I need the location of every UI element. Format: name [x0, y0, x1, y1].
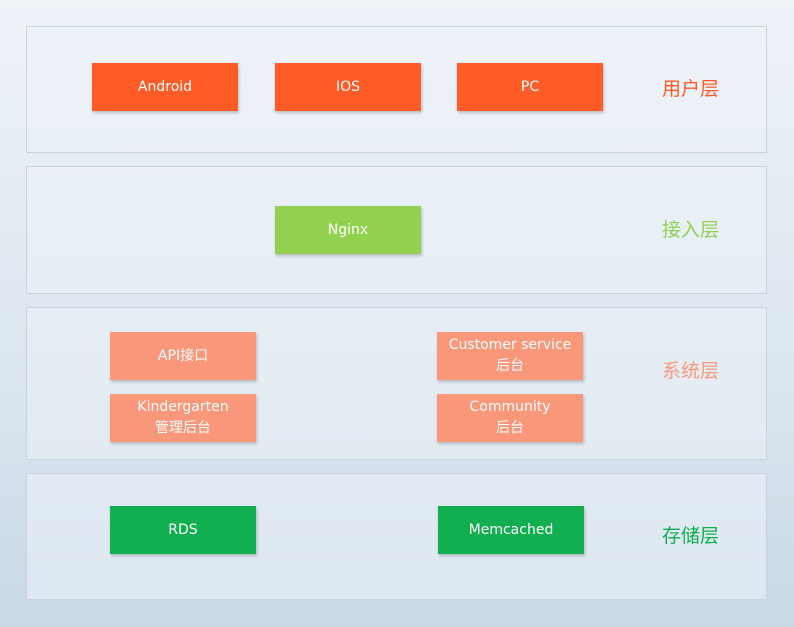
api-box: API接口 [110, 332, 256, 380]
ios-box: IOS [275, 63, 421, 111]
kindergarten-box-line-1: Kindergarten [137, 399, 229, 415]
access-layer-label: 接入层 [662, 219, 720, 241]
android-box: Android [92, 63, 238, 111]
customer-service-box-line-2: 后台 [496, 358, 524, 374]
user-layer-label: 用户层 [662, 78, 720, 100]
rds-box: RDS [110, 506, 256, 554]
nginx-box-label: Nginx [327, 221, 369, 238]
kindergarten-box-line-2: 管理后台 [155, 420, 211, 436]
ios-box-label: IOS [335, 78, 361, 95]
system-layer-label: 系统层 [662, 360, 720, 382]
memcached-box-label: Memcached [468, 521, 554, 538]
storage-layer-label: 存储层 [662, 525, 720, 547]
pc-box: PC [457, 63, 603, 111]
kindergarten-box: Kindergarten 管理后台 [110, 394, 256, 442]
pc-box-label: PC [520, 78, 540, 95]
community-box-line-2: 后台 [496, 420, 524, 436]
community-box-line-1: Community [469, 399, 551, 415]
rds-box-label: RDS [168, 521, 198, 538]
memcached-box: Memcached [438, 506, 584, 554]
android-box-label: Android [137, 78, 193, 95]
community-box: Community 后台 [437, 394, 583, 442]
customer-service-box-line-1: Customer service [448, 337, 572, 353]
nginx-box: Nginx [275, 206, 421, 254]
api-box-label: API接口 [157, 347, 209, 364]
customer-service-box: Customer service 后台 [437, 332, 583, 380]
